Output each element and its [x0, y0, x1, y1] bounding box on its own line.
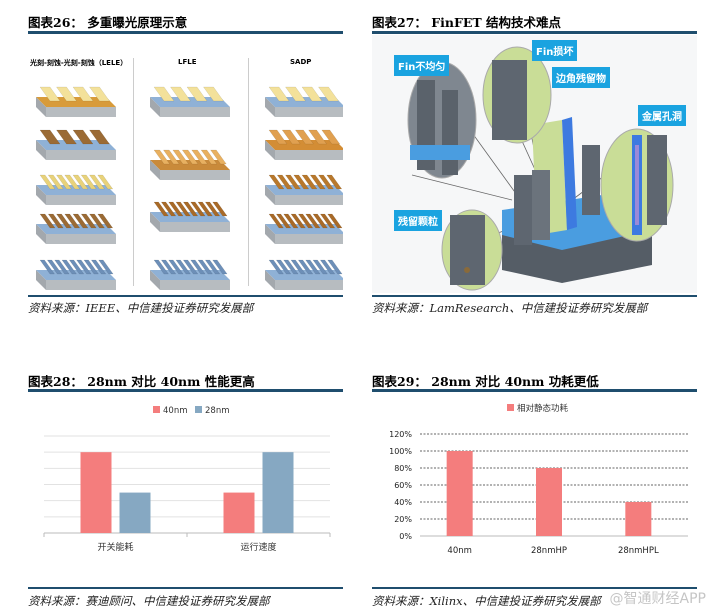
legend-label-40nm: 40nm [163, 406, 187, 416]
wafer-tile [265, 129, 343, 160]
y-tick-label: 20% [394, 515, 412, 524]
y-tick-label: 120% [389, 430, 412, 439]
multiple-patterning-diagram: 光刻-刻蚀-光刻-刻蚀（LELE） LFLE SADP [28, 40, 343, 295]
wafer-tile [36, 86, 116, 117]
category-label: 28nmHPL [618, 546, 659, 556]
fig29-source: 资料来源：Xilinx、中信建投证券研究发展部 [372, 594, 601, 608]
fig28-title-rule [28, 389, 343, 392]
chart-29-power: 相对静态功耗 0% 20% 40% 60% 80% 100% 120% 40nm 28nmHP 28… [389, 403, 688, 556]
wafer-tile [36, 174, 116, 205]
bar-28nmHP [536, 468, 562, 536]
category-label: 开关能耗 [97, 541, 133, 553]
column-divider [133, 58, 134, 286]
fig26-title-rule [28, 31, 343, 34]
wafer-tile [265, 174, 343, 205]
finfet-diagram: Fin不均匀 Fin损坏 边角残留物 金属孔洞 残留颗粒 [372, 35, 697, 293]
col-label-lele: 光刻-刻蚀-光刻-刻蚀（LELE） [30, 59, 128, 67]
fig27-title: 图表27： FinFET 结构技术难点 [372, 15, 562, 30]
fig28-bottom-rule [28, 587, 343, 589]
fig26-source: 资料来源：IEEE、中信建投证券研究发展部 [28, 301, 254, 315]
fig29-bottom-rule [372, 587, 697, 589]
fig27-bottom-rule [372, 295, 697, 297]
fig28-title: 图表28： 28nm 对比 40nm 性能更高 [28, 374, 255, 389]
y-tick-label: 40% [394, 498, 412, 507]
legend-label: 相对静态功耗 [517, 403, 569, 414]
label-residue-particle: 残留颗粒 [394, 210, 442, 231]
y-tick-label: 0% [399, 532, 412, 541]
wafer-tile [265, 213, 343, 244]
fig27-title-rule [372, 31, 697, 34]
label-fin-uneven: Fin不均匀 [394, 55, 450, 76]
fig29-title: 图表29： 28nm 对比 40nm 功耗更低 [372, 374, 599, 389]
y-tick-label: 100% [389, 447, 412, 456]
legend-label-28nm: 28nm [205, 406, 229, 416]
legend-swatch [507, 404, 514, 411]
bar-28nm-开关能耗 [119, 492, 151, 533]
label-metal-void: 金属孔洞 [638, 105, 686, 126]
column-divider [248, 58, 249, 286]
wafer-tile [150, 201, 230, 232]
fig28-source: 资料来源：赛迪顾问、中信建投证券研究发展部 [28, 594, 270, 608]
wafer-tile [36, 213, 116, 244]
wafer-tile [36, 129, 116, 160]
category-label: 运行速度 [240, 541, 276, 553]
bar-40nm-开关能耗 [80, 452, 112, 533]
wafer-tile [150, 259, 230, 290]
fig29-title-rule [372, 389, 697, 392]
watermark: @智通财经APP [609, 591, 706, 607]
col-label-sadp: SADP [290, 58, 312, 66]
label-fin-damage: Fin损坏 [532, 40, 578, 61]
wafer-tile [150, 86, 230, 117]
y-tick-label: 80% [394, 464, 412, 473]
bar-28nmHPL [625, 502, 652, 536]
y-tick-label: 60% [394, 481, 412, 490]
wafer-tile [36, 259, 116, 290]
bar-28nm-运行速度 [262, 452, 294, 533]
fig27-source: 资料来源：LamResearch、中信建投证券研究发展部 [372, 301, 648, 315]
wafer-tile [150, 149, 230, 180]
label-corner-residue: 边角残留物 [552, 67, 610, 88]
bar-40nm-运行速度 [223, 492, 255, 533]
chart-28-performance: 40nm 28nm 开关能耗 运行速度 [43, 406, 331, 553]
category-label: 28nmHP [531, 546, 567, 556]
legend-swatch-40nm [153, 406, 160, 413]
finfet-illustration [407, 46, 674, 291]
wafer-tile [265, 86, 343, 117]
fig26-title: 图表26： 多重曝光原理示意 [28, 15, 188, 30]
category-label: 40nm [447, 546, 471, 556]
fig26-bottom-rule [28, 295, 343, 297]
bar-40nm [446, 451, 473, 536]
col-label-lfle: LFLE [178, 58, 197, 66]
wafer-tiles [36, 86, 343, 290]
wafer-tile [265, 259, 343, 290]
legend-swatch-28nm [195, 406, 202, 413]
